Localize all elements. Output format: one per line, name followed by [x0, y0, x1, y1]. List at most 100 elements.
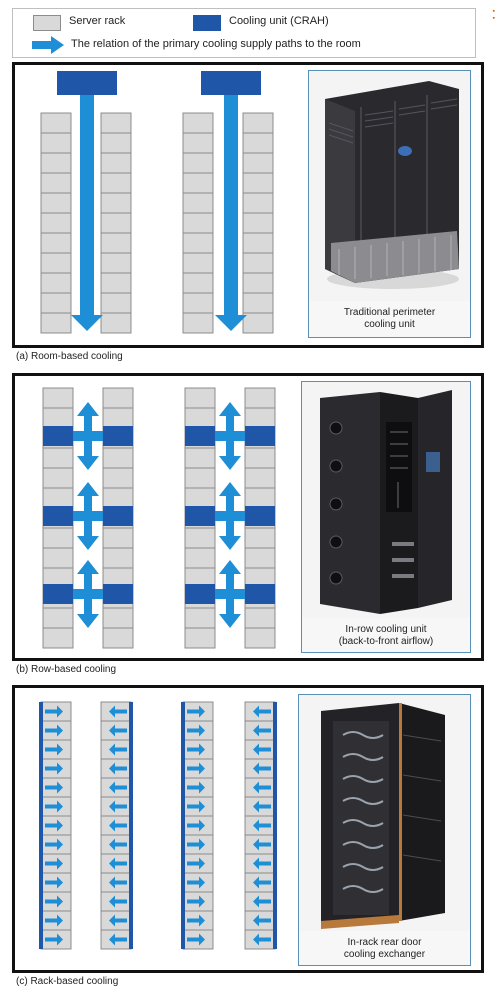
arrow-icon	[109, 895, 127, 908]
arrow-icon	[187, 876, 205, 889]
arrow-icon	[109, 914, 127, 927]
server-rack-unit	[244, 387, 276, 409]
arrow-icon	[253, 800, 271, 813]
panel-rack-based: In-rack rear door cooling exchanger	[12, 685, 484, 973]
server-rack-unit	[42, 487, 74, 509]
arrow-icon	[187, 933, 205, 946]
server-rack-unit	[100, 252, 132, 274]
server-rack-unit	[102, 387, 134, 409]
arrow-icon	[253, 857, 271, 870]
arrow-icon	[45, 933, 63, 946]
server-rack-unit	[244, 407, 276, 429]
server-rack-column	[40, 112, 72, 334]
arrow-icon	[187, 724, 205, 737]
photo-frame-row: In-row cooling unit (back-to-front airfl…	[301, 381, 471, 653]
server-rack-unit	[182, 172, 214, 194]
server-rack-unit	[184, 607, 216, 629]
cooling-unit-crah	[43, 426, 73, 446]
arrow-icon	[45, 743, 63, 756]
arrow-icon	[187, 781, 205, 794]
photo-caption-row-line1: In-row cooling unit	[345, 624, 427, 635]
server-rack-unit	[182, 132, 214, 154]
double-arrow-icon	[73, 402, 103, 470]
server-rack-unit	[182, 192, 214, 214]
server-rack-unit	[100, 312, 132, 334]
arrow-icon	[253, 762, 271, 775]
server-rack-unit	[40, 172, 72, 194]
arrow-down-icon	[71, 95, 103, 331]
server-rack-unit	[242, 292, 274, 314]
arrow-icon	[109, 838, 127, 851]
rear-door-cooling-unit	[39, 702, 43, 949]
arrow-icon	[109, 876, 127, 889]
photo-caption-rack-line2: cooling exchanger	[343, 949, 426, 960]
server-rack-unit	[42, 407, 74, 429]
double-arrow-icon	[73, 560, 103, 628]
double-arrow-icon	[215, 402, 245, 470]
arrow-icon	[109, 743, 127, 756]
server-rack-unit	[242, 252, 274, 274]
server-rack-unit	[42, 547, 74, 569]
server-rack-unit	[182, 112, 214, 134]
server-rack-unit	[40, 272, 72, 294]
arrow-icon	[109, 819, 127, 832]
perimeter-cooling-unit-image	[309, 71, 470, 301]
server-rack-unit	[102, 447, 134, 469]
server-rack-unit	[182, 312, 214, 334]
server-rack-unit	[102, 467, 134, 489]
server-rack-unit	[184, 487, 216, 509]
server-rack-unit	[184, 547, 216, 569]
legend-server-rack-label: Server rack	[69, 15, 126, 27]
server-rack-unit	[40, 232, 72, 254]
server-rack-unit	[184, 527, 216, 549]
server-rack-unit	[100, 172, 132, 194]
arrow-icon	[45, 705, 63, 718]
photo-caption-room-line2: cooling unit	[364, 319, 415, 330]
arrow-down-icon	[215, 95, 247, 331]
server-rack-unit	[102, 407, 134, 429]
double-arrow-icon	[215, 560, 245, 628]
server-rack-unit	[242, 232, 274, 254]
caption-room-based: (a) Room-based cooling	[16, 351, 123, 362]
rear-door-cooling-unit	[273, 702, 277, 949]
panel-row-based: In-row cooling unit (back-to-front airfl…	[12, 373, 484, 661]
server-rack-unit	[182, 152, 214, 174]
arrow-icon	[45, 857, 63, 870]
server-rack-column	[182, 112, 214, 334]
arrow-icon	[187, 800, 205, 813]
room-based-diagram	[15, 65, 305, 345]
in-row-cooling-unit-image	[302, 382, 470, 618]
arrow-icon	[187, 838, 205, 851]
server-rack-unit	[184, 447, 216, 469]
legend-cooling-unit-label: Cooling unit (CRAH)	[229, 15, 329, 27]
cooling-unit-swatch	[193, 15, 221, 31]
cooling-unit-crah	[103, 426, 133, 446]
server-rack-unit	[242, 192, 274, 214]
arrow-icon	[253, 838, 271, 851]
arrow-icon	[253, 724, 271, 737]
server-rack-unit	[244, 527, 276, 549]
cooling-unit-crah	[43, 584, 73, 604]
panel-room-based: Traditional perimeter cooling unit	[12, 62, 484, 348]
server-rack-unit	[242, 152, 274, 174]
photo-caption-room-line1: Traditional perimeter	[343, 307, 436, 318]
arrow-icon	[109, 933, 127, 946]
legend: Server rack Cooling unit (CRAH) The rela…	[12, 8, 476, 58]
server-rack-unit	[100, 272, 132, 294]
arrow-icon	[45, 895, 63, 908]
arrow-icon	[253, 705, 271, 718]
arrow-icon	[187, 914, 205, 927]
cooling-unit-crah	[201, 71, 261, 95]
arrow-icon	[45, 762, 63, 775]
server-rack-unit	[42, 607, 74, 629]
arrow-icon	[109, 781, 127, 794]
cooling-unit-crah	[103, 506, 133, 526]
arrow-icon	[187, 762, 205, 775]
server-rack-unit	[242, 272, 274, 294]
arrow-icon	[253, 895, 271, 908]
caption-row-based: (b) Row-based cooling	[16, 664, 117, 675]
in-rack-rear-door-image	[299, 695, 470, 931]
server-rack-unit	[242, 132, 274, 154]
arrow-icon	[45, 838, 63, 851]
row-based-diagram	[15, 376, 305, 658]
